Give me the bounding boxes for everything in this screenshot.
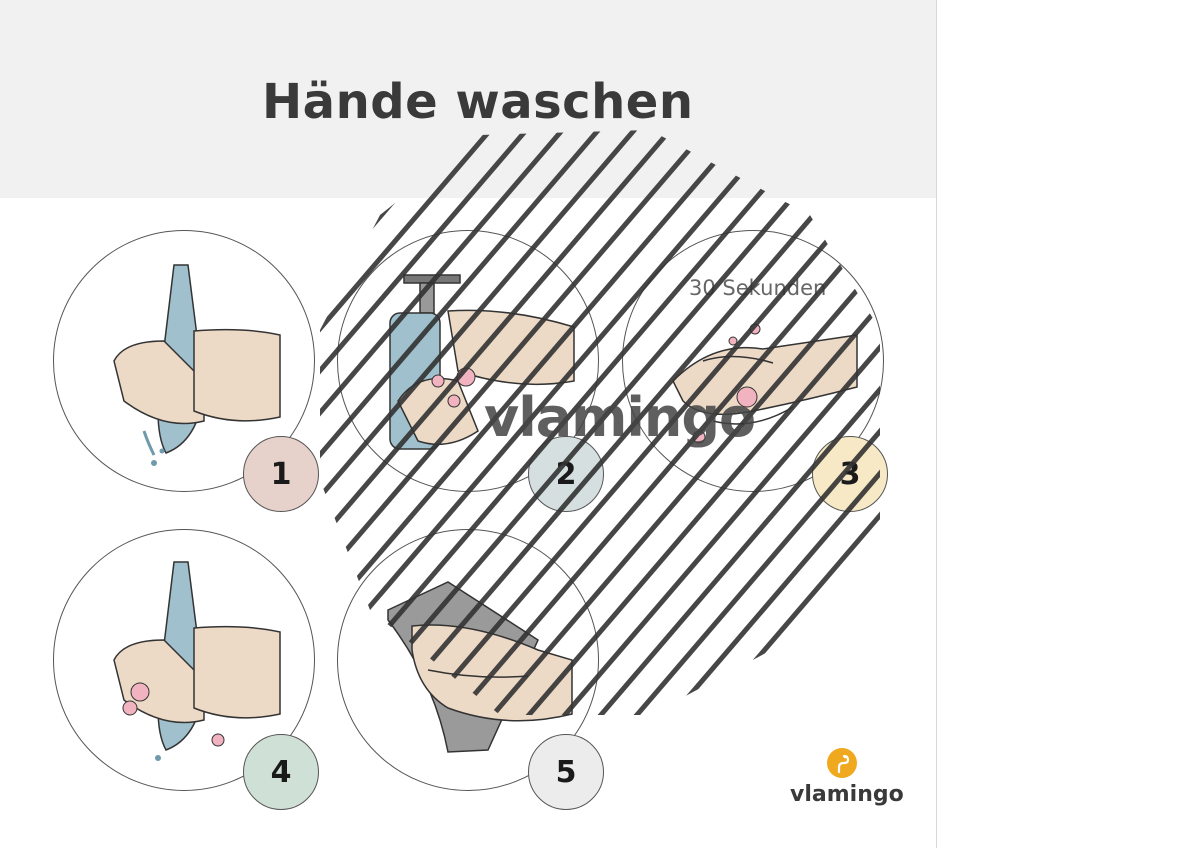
step-4-circle: [53, 529, 315, 791]
step-4-number: 4: [270, 754, 292, 790]
rinse-off-soap-illustration: [113, 561, 281, 761]
page-title: Hände waschen: [262, 74, 694, 130]
timer-label: 30 Sekunden: [689, 276, 827, 300]
step-2-number: 2: [555, 456, 577, 492]
step-4-badge: 4: [243, 734, 319, 810]
step-1-badge: 1: [243, 436, 319, 512]
brand-logo: vlamingo: [790, 748, 904, 807]
step-1-number: 1: [270, 456, 292, 492]
step-3-number: 3: [839, 456, 861, 492]
brand-name: vlamingo: [790, 782, 904, 807]
worksheet-page: Hände waschen 1 2: [0, 0, 937, 848]
watermark-text: vlamingo: [484, 386, 756, 449]
step-5-badge: 5: [528, 734, 604, 810]
rinse-hands-illustration: [113, 264, 281, 466]
flamingo-icon: [827, 748, 857, 778]
step-5-number: 5: [555, 754, 577, 790]
step-3-badge: 3: [812, 436, 888, 512]
step-1-circle: [53, 230, 315, 492]
